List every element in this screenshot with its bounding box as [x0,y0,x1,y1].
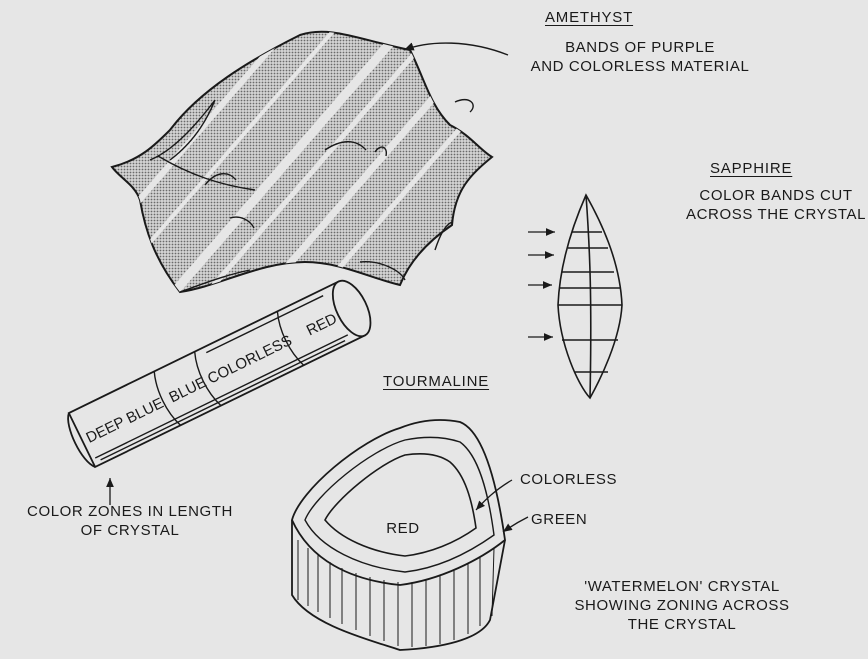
watermelon-outer-label: GREEN [531,510,587,529]
tourmaline-title: TOURMALINE [383,373,489,390]
green-pointer-arrow [503,517,528,532]
amethyst-desc-line: AND COLORLESS MATERIAL [515,57,765,76]
watermelon-caption-line: SHOWING ZONING ACROSS [562,596,802,615]
tourmaline-caption-line: COLOR ZONES IN LENGTH [0,502,260,521]
tourmaline-caption-line: OF CRYSTAL [0,521,260,540]
watermelon-core-label: RED [378,519,428,538]
watermelon-caption-line: 'WATERMELON' CRYSTAL [562,577,802,596]
sapphire-desc-line: COLOR BANDS CUT [686,186,866,205]
amethyst-description: BANDS OF PURPLE AND COLORLESS MATERIAL [515,38,765,76]
sapphire-band-arrows [528,232,555,337]
watermelon-middle-label: COLORLESS [520,470,617,489]
sapphire-title: SAPPHIRE [710,160,792,177]
sapphire-desc-line: ACROSS THE CRYSTAL [686,205,866,224]
tourmaline-crystal: DEEP BLUE BLUE COLORLESS RED [62,275,378,470]
sapphire-description: COLOR BANDS CUT ACROSS THE CRYSTAL [686,186,866,224]
amethyst-title: AMETHYST [545,9,633,26]
watermelon-caption-line: THE CRYSTAL [562,615,802,634]
amethyst-pointer-arrow [404,43,508,55]
sapphire-crystal [558,195,622,398]
amethyst-desc-line: BANDS OF PURPLE [515,38,765,57]
watermelon-caption: 'WATERMELON' CRYSTAL SHOWING ZONING ACRO… [562,577,802,634]
tourmaline-zones-caption: COLOR ZONES IN LENGTH OF CRYSTAL [0,502,260,540]
